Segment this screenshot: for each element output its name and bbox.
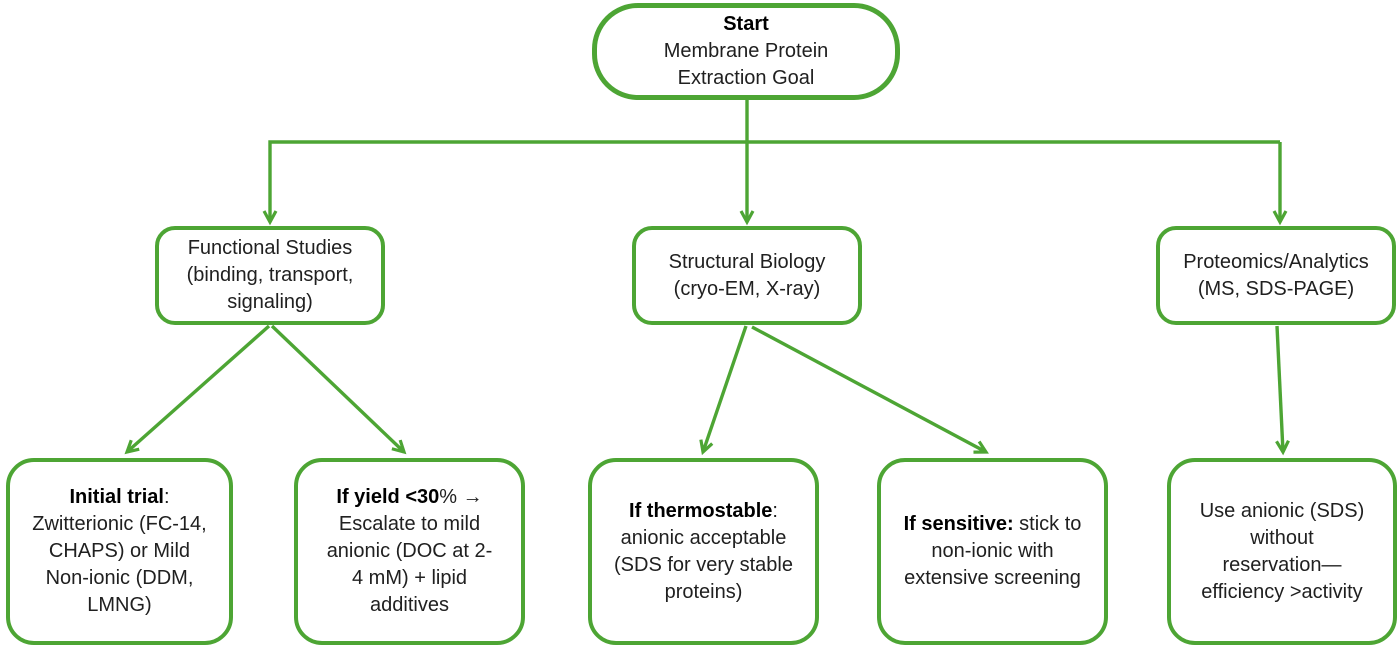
node-functional-studies: Functional Studies (binding, transport, … <box>155 226 385 325</box>
connector-proteomics-to-sds <box>1275 325 1290 456</box>
connector-branch-to-functional <box>262 140 1280 226</box>
node-low-yield-escalation-label: If yield <30% → Escalate to mild anionic… <box>326 486 493 616</box>
node-start-label: Start Membrane Protein Extraction Goal <box>663 13 829 89</box>
connector-structural-to-thermostable <box>699 325 748 456</box>
node-anionic-sds: Use anionic (SDS) without reservation— e… <box>1167 458 1397 645</box>
node-anionic-sds-label: Use anionic (SDS) without reservation— e… <box>1199 499 1365 603</box>
node-structural-biology: Structural Biology (cryo-EM, X-ray) <box>632 226 862 325</box>
connector-functional-to-initial-trial <box>124 324 271 455</box>
node-start: Start Membrane Protein Extraction Goal <box>592 3 900 100</box>
node-initial-trial-label: Initial trial: Zwitterionic (FC-14, CHAP… <box>32 486 207 616</box>
node-functional-studies-label: Functional Studies (binding, transport, … <box>186 237 354 313</box>
node-initial-trial: Initial trial: Zwitterionic (FC-14, CHAP… <box>6 458 233 645</box>
node-structural-biology-label: Structural Biology (cryo-EM, X-ray) <box>668 250 826 300</box>
node-sensitive: If sensitive: stick to non-ionic with ex… <box>877 458 1108 645</box>
node-low-yield-escalation: If yield <30% → Escalate to mild anionic… <box>294 458 525 645</box>
connector-functional-to-low-yield <box>270 324 407 455</box>
node-proteomics-analytics: Proteomics/Analytics (MS, SDS-PAGE) <box>1156 226 1396 325</box>
node-sensitive-label: If sensitive: stick to non-ionic with ex… <box>903 513 1082 589</box>
node-thermostable-label: If thermostable: anionic acceptable (SDS… <box>614 499 793 603</box>
node-proteomics-analytics-label: Proteomics/Analytics (MS, SDS-PAGE) <box>1183 250 1369 300</box>
connector-structural-to-sensitive <box>751 325 989 454</box>
node-thermostable: If thermostable: anionic acceptable (SDS… <box>588 458 819 645</box>
